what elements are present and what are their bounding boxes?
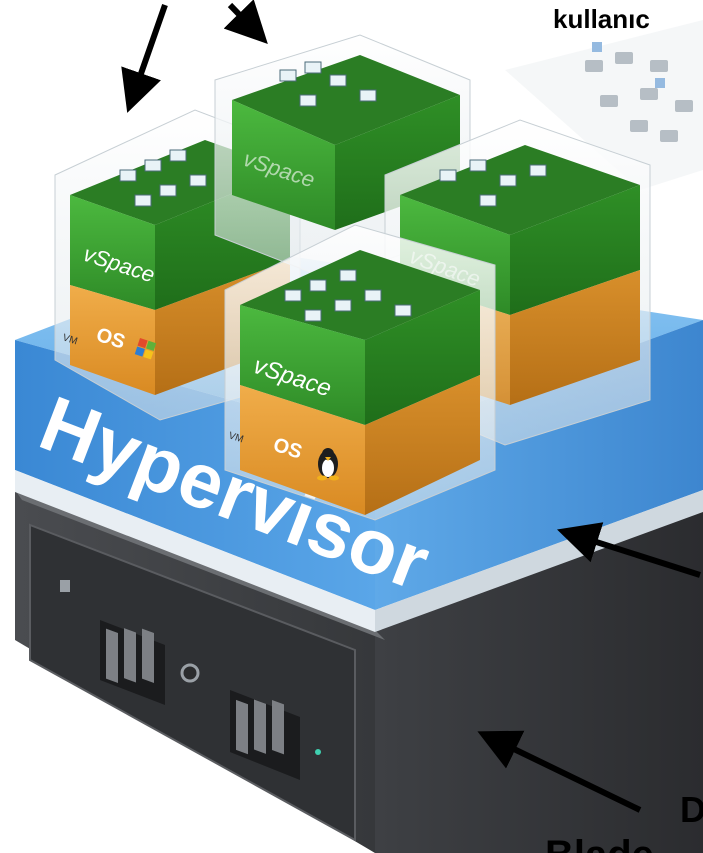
arrow-to-hypervisor [556,522,701,578]
status-led-icon [315,749,321,755]
caption-bottom-right-2: Blade [545,833,654,853]
caption-bottom-right-1: D [680,789,703,830]
power-button-icon [180,663,200,683]
vm-tag: VM [227,430,245,445]
drive-bay-right [230,690,300,780]
usb-port-icon [60,580,70,592]
vm-block-front: vSpace OS VM [224,224,496,521]
annotation-arrows [121,0,701,813]
windows-logo-icon [134,338,157,360]
desktop-screens [119,61,547,322]
vm-tag: VM [61,332,79,347]
drive-bay-left [100,620,165,705]
linux-tux-icon [317,448,339,481]
arrow-to-server [477,730,642,813]
user-devices-illustration [505,20,703,190]
arrow-to-vm-back-center [223,0,268,45]
caption-top-right: kullanıc [553,4,650,34]
arrow-to-vm-back-left [121,4,168,113]
